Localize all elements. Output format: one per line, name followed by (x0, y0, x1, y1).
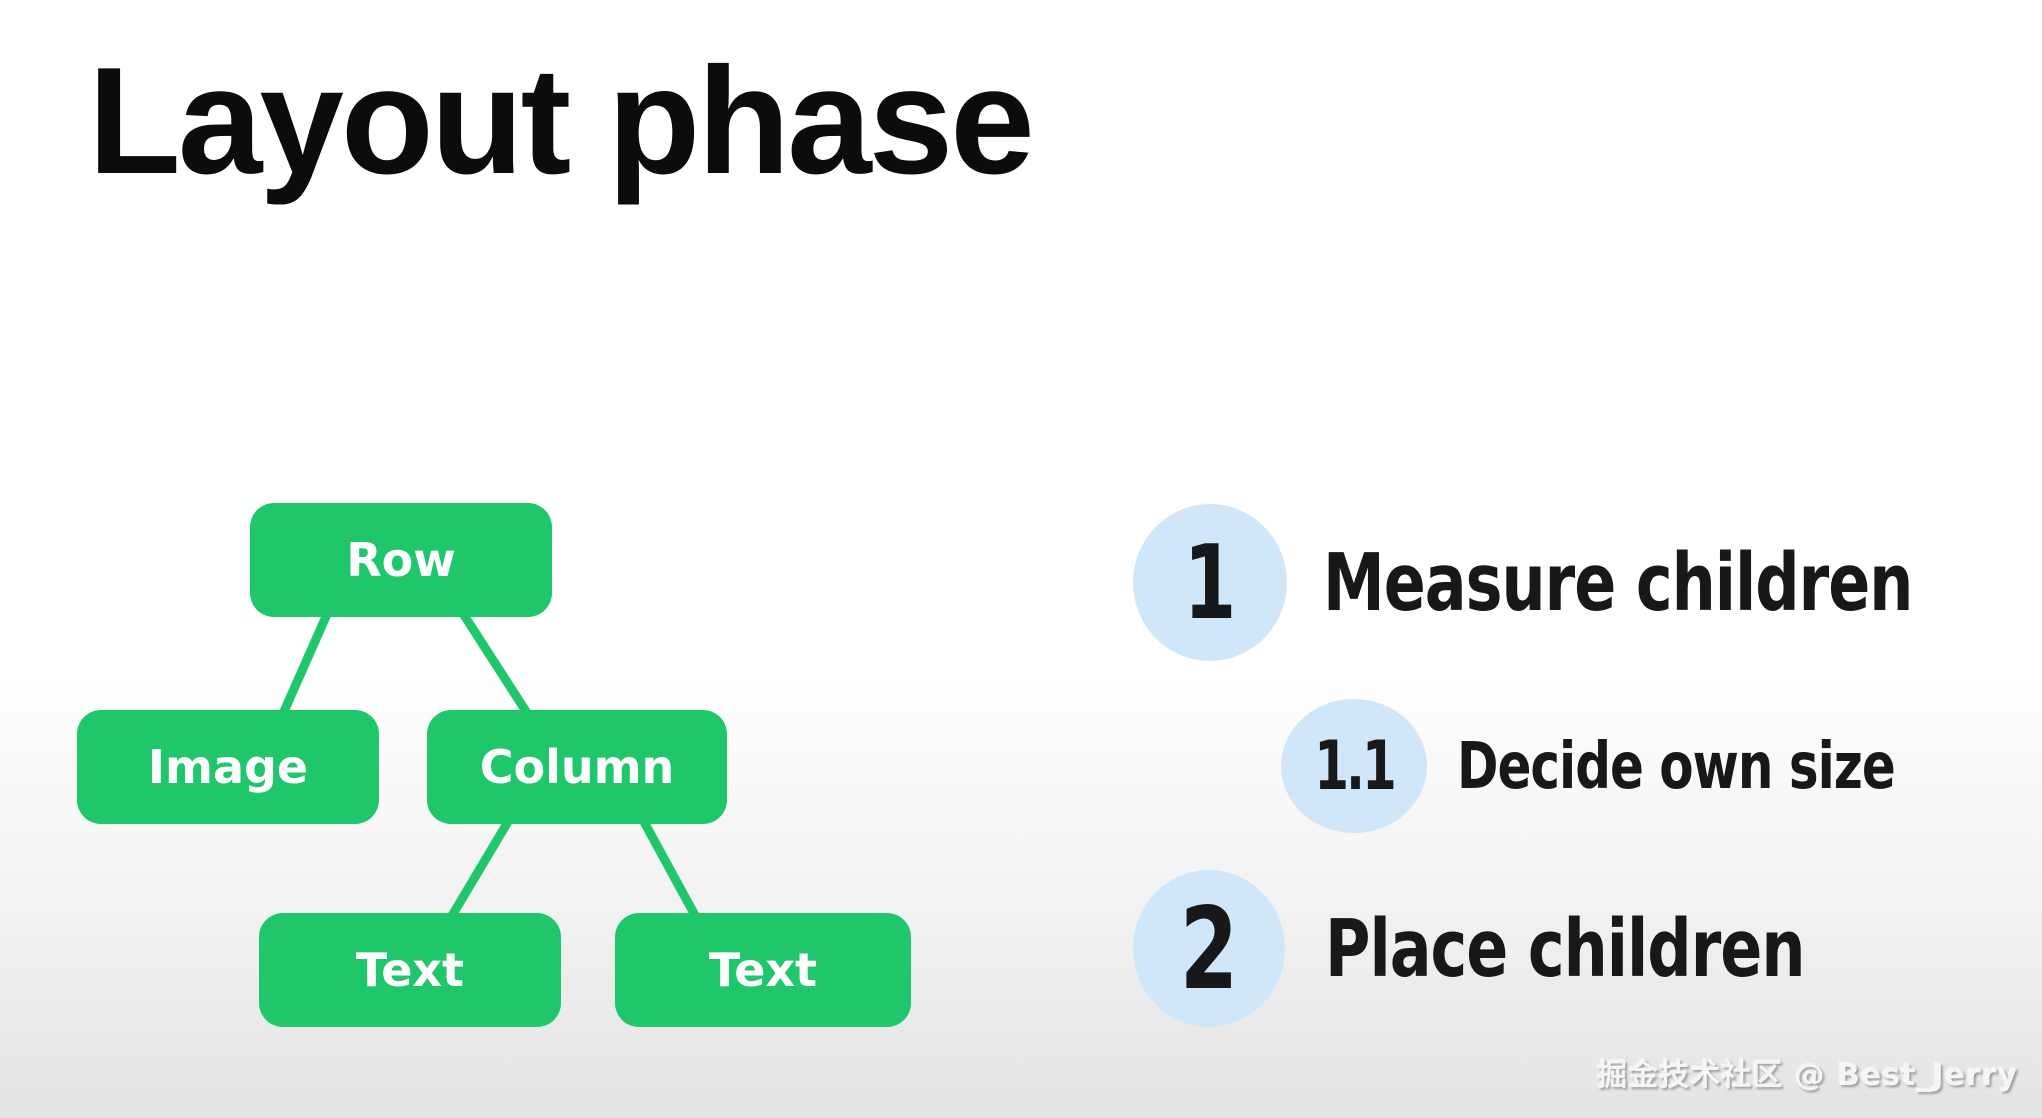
step-label-place-children: Place children (1325, 901, 1805, 995)
step-number-badge-1: 1 (1133, 504, 1287, 661)
tree-edge-column-textright (638, 815, 702, 924)
step-number-1: 1 (1183, 521, 1237, 642)
step-label-measure-children: Measure children (1323, 535, 1913, 629)
step-number-1-1: 1.1 (1314, 726, 1397, 806)
tree-connectors (277, 607, 702, 924)
step-item-1: 1 Measure children (1133, 504, 1913, 661)
tree-node-text-left: Text (259, 913, 561, 1027)
tree-edge-row-image (277, 607, 333, 721)
step-number-badge-1-1: 1.1 (1281, 699, 1427, 833)
step-number-badge-2: 2 (1133, 870, 1285, 1027)
tree-node-image: Image (77, 710, 379, 824)
watermark: 掘金技术社区 @ Best_Jerry (1597, 1058, 2018, 1093)
step-item-1-1: 1.1 Decide own size (1281, 699, 1896, 833)
step-label-decide-own-size: Decide own size (1457, 728, 1896, 804)
page-title: Layout phase (88, 36, 1035, 206)
step-number-2: 2 (1179, 882, 1239, 1015)
tree-edge-row-column (457, 607, 534, 721)
tree-node-column: Column (427, 710, 727, 824)
tree-edge-column-textleft (445, 815, 514, 924)
tree-node-text-right: Text (615, 913, 911, 1027)
tree-diagram: Row Image Column Text Text (77, 503, 911, 1027)
step-item-2: 2 Place children (1133, 870, 1805, 1027)
tree-node-row: Row (250, 503, 552, 617)
